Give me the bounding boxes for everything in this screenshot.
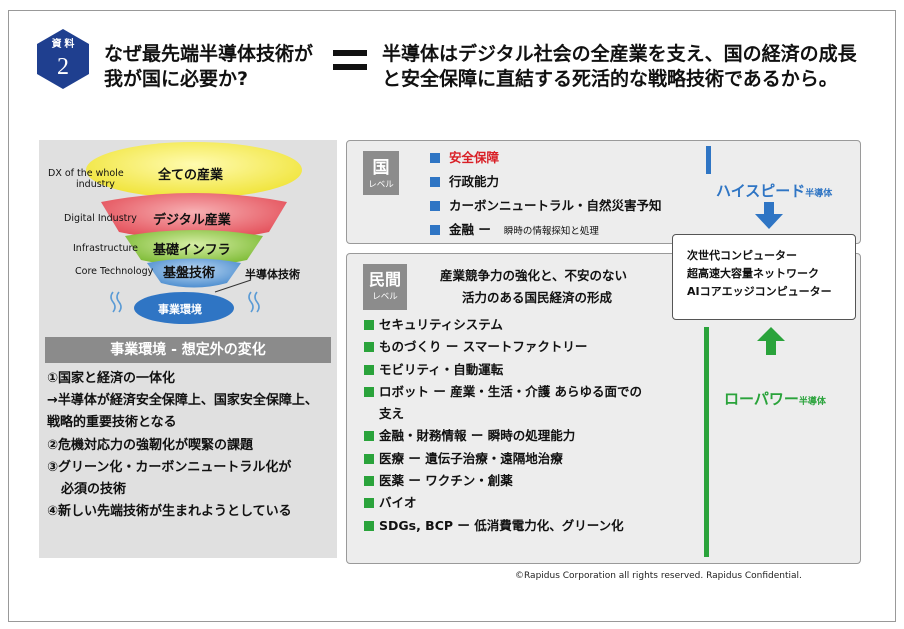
equals-sign (333, 50, 367, 74)
list-item: 戦略的重要技術となる (47, 415, 177, 431)
bullet-square-icon (430, 177, 440, 187)
bullet-square-icon (364, 431, 374, 442)
list-item: 金融 ー 瞬時の情報探知と処理 (430, 218, 662, 244)
bullet-square-icon (364, 498, 374, 509)
semiconductor-pointer-line (214, 279, 252, 293)
funnel-label-core-en: Core Technology (75, 266, 154, 277)
country-level-tag: 国 レベル (363, 151, 399, 195)
funnel-label-all-industry: 全ての産業 (158, 168, 224, 183)
wave-icon (110, 291, 260, 313)
list-item: ロボット ー 産業・生活・介護 あらゆる面での (364, 381, 694, 403)
list-item: SDGs, BCP ー 低消費電力化、グリーン化 (364, 515, 694, 537)
list-item: モビリティ・自動運転 (364, 359, 694, 381)
bullet-square-icon (430, 201, 440, 211)
bullet-square-icon (364, 320, 374, 330)
badge-top-label: 資 料 (52, 37, 75, 50)
funnel-layer-digital-industry (101, 193, 287, 240)
list-item: 医薬 ー ワクチン・創薬 (364, 470, 694, 492)
bullet-square-icon (364, 476, 374, 487)
list-item: セキュリティシステム (364, 314, 694, 336)
high-speed-line (706, 146, 711, 174)
document-number-badge: 資 料 2 (37, 29, 89, 89)
funnel-layer-infrastructure (125, 230, 263, 266)
list-item: カーボンニュートラル・自然災害予知 (430, 194, 662, 218)
list-item: バイオ (364, 492, 694, 514)
funnel-layer-all-industry (86, 142, 302, 198)
bullet-square-icon (430, 225, 440, 235)
private-level-description: 産業競争力の強化と、不安のない 活力のある国民経済の形成 (440, 268, 628, 305)
list-item: 支え (379, 406, 405, 422)
funnel-label-dx: DX of the whole industry (48, 168, 124, 190)
bullet-square-icon (364, 342, 374, 353)
industry-funnel-diagram (86, 142, 302, 324)
list-item: 行政能力 (430, 170, 662, 194)
list-item: 超高速大容量ネットワーク (687, 267, 819, 280)
badge-number: 2 (57, 54, 69, 80)
list-item: ②危機対応力の強靭化が喫緊の課題 (47, 437, 254, 453)
bullet-square-icon (364, 364, 374, 375)
answer-line-1: 半導体はデジタル社会の全産業を支え、国の経済の成長 (382, 43, 857, 65)
funnel-label-infra-en: Infrastructure (73, 243, 139, 254)
bullet-square-icon (364, 453, 374, 464)
copyright-notice: ©Rapidus Corporation all rights reserved… (515, 571, 802, 581)
bullet-square-icon (364, 520, 374, 531)
environment-change-list: ①国家と経済の一体化 →半導体が経済安全保障上、国家安全保障上、 戦略的重要技術… (47, 368, 337, 523)
question-line-1: なぜ最先端半導体技術が (104, 43, 314, 65)
list-item: 安全保障 (430, 146, 662, 170)
computer-systems-box: 次世代コンピューター 超高速大容量ネットワーク AIコアエッジコンピューター (672, 234, 856, 320)
list-item: AIコアエッジコンピューター (687, 285, 832, 298)
list-item: 医療 ー 遺伝子治療・遠隔地治療 (364, 448, 694, 470)
country-level-list: 安全保障 行政能力 カーボンニュートラル・自然災害予知 金融 ー 瞬時の情報探知… (430, 146, 662, 244)
funnel-label-semiconductor: 半導体技術 (245, 268, 300, 281)
answer-line-2: と安全保障に直結する死活的な戦略技術であるから。 (382, 68, 838, 90)
list-item: ①国家と経済の一体化 (47, 371, 176, 386)
funnel-base-business-environment (134, 292, 234, 324)
high-speed-label: ハイスピード半導体 (716, 182, 833, 200)
list-item: ものづくり ー スマートファクトリー (364, 336, 694, 358)
funnel-label-business-environment: 事業環境 (158, 303, 202, 316)
list-item: 次世代コンピューター (687, 249, 797, 262)
bullet-square-icon (430, 153, 440, 163)
question-line-2: 我が国に必要か? (104, 68, 249, 90)
bullet-square-icon (364, 386, 374, 397)
answer-title: 半導体はデジタル社会の全産業を支え、国の経済の成長 と安全保障に直結する死活的な… (382, 42, 857, 92)
list-item: →半導体が経済安全保障上、国家安全保障上、 (47, 393, 318, 409)
funnel-layer-core-technology (147, 258, 241, 288)
question-title: なぜ最先端半導体技術が 我が国に必要か? (104, 42, 313, 92)
low-power-label: ローパワー半導体 (724, 390, 826, 408)
down-arrow-icon (755, 202, 783, 229)
funnel-label-infra-jp: 基礎インフラ (153, 243, 231, 258)
environment-section-title: 事業環境 - 想定外の変化 (45, 337, 331, 363)
list-item: ④新しい先端技術が生まれようとしている (47, 504, 292, 520)
list-item: ③グリーン化・カーボンニュートラル化が (47, 459, 292, 475)
funnel-label-digital-en: Digital Industry (64, 213, 137, 224)
private-level-tag: 民間 レベル (363, 264, 407, 310)
funnel-label-core-jp: 基盤技術 (163, 266, 216, 281)
list-item: 金融・財務情報 ー 瞬時の処理能力 (364, 425, 694, 447)
low-power-line (704, 327, 709, 557)
funnel-label-digital-jp: デジタル産業 (153, 213, 231, 228)
up-arrow-icon (757, 327, 785, 355)
list-item: 必須の技術 (61, 482, 127, 498)
private-level-list: セキュリティシステム ものづくり ー スマートファクトリー モビリティ・自動運転… (364, 314, 694, 537)
